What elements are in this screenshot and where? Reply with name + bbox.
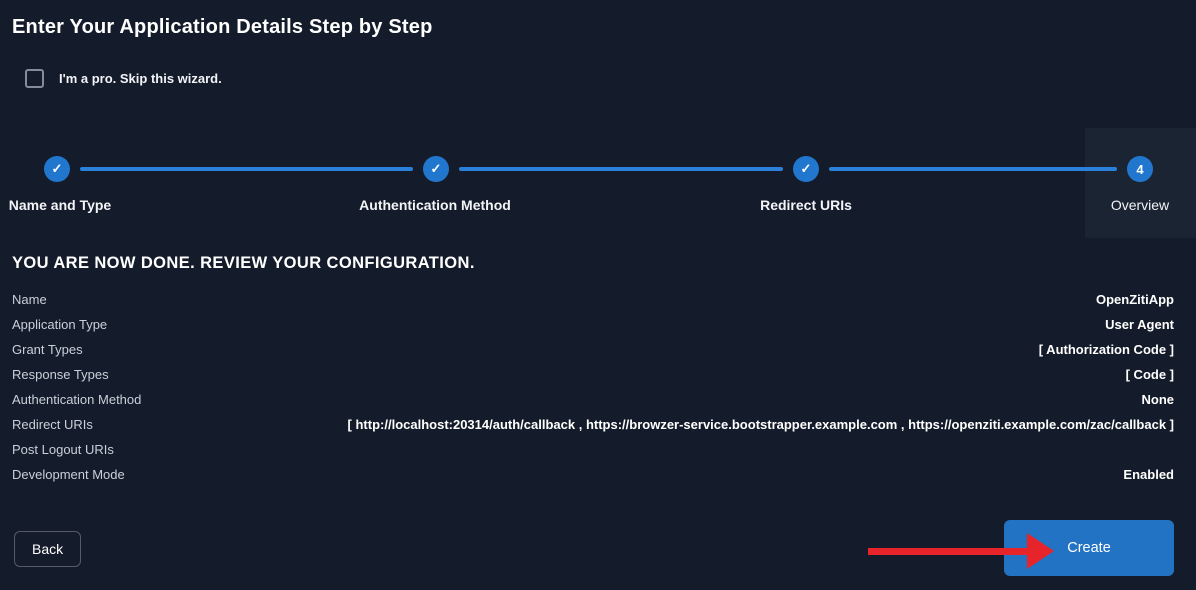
step-number: 4	[1136, 161, 1144, 177]
review-row-response-types: Response Types [ Code ]	[12, 362, 1174, 387]
row-label: Response Types	[12, 367, 109, 382]
step-connector-line	[80, 167, 413, 171]
review-row-name: Name OpenZitiApp	[12, 287, 1174, 312]
step-3-circle[interactable]: ✓	[793, 156, 819, 182]
row-value: [ http://localhost:20314/auth/callback ,…	[347, 417, 1174, 432]
step-label-overview: Overview	[1110, 197, 1170, 213]
page-title: Enter Your Application Details Step by S…	[12, 16, 433, 38]
step-2-circle[interactable]: ✓	[423, 156, 449, 182]
row-value: [ Authorization Code ]	[1038, 342, 1174, 357]
row-value: OpenZitiApp	[1096, 292, 1174, 307]
row-value: User Agent	[1105, 317, 1174, 332]
create-button[interactable]: Create	[1004, 520, 1174, 576]
check-icon: ✓	[430, 161, 442, 176]
skip-wizard-label[interactable]: I'm a pro. Skip this wizard.	[59, 71, 222, 86]
review-row-development-mode: Development Mode Enabled	[12, 462, 1174, 487]
row-label: Grant Types	[12, 342, 83, 357]
review-row-application-type: Application Type User Agent	[12, 312, 1174, 337]
step-1-circle[interactable]: ✓	[44, 156, 70, 182]
step-4-circle[interactable]: 4	[1127, 156, 1153, 182]
row-label: Redirect URIs	[12, 417, 93, 432]
review-row-grant-types: Grant Types [ Authorization Code ]	[12, 337, 1174, 362]
row-label: Post Logout URIs	[12, 442, 114, 457]
step-connector-line	[459, 167, 783, 171]
review-row-authentication-method: Authentication Method None	[12, 387, 1174, 412]
review-config-list: Name OpenZitiApp Application Type User A…	[12, 287, 1174, 487]
review-heading: YOU ARE NOW DONE. REVIEW YOUR CONFIGURAT…	[12, 254, 475, 272]
step-label-redirect-uris: Redirect URIs	[760, 197, 852, 213]
row-label: Application Type	[12, 317, 108, 332]
review-row-redirect-uris: Redirect URIs [ http://localhost:20314/a…	[12, 412, 1174, 437]
step-label-name-and-type: Name and Type	[8, 197, 112, 213]
review-row-post-logout-uris: Post Logout URIs	[12, 437, 1174, 462]
skip-wizard-checkbox[interactable]	[25, 69, 44, 88]
row-value: Enabled	[1123, 467, 1174, 482]
skip-wizard-row: I'm a pro. Skip this wizard.	[25, 69, 222, 88]
row-value: None	[1141, 392, 1175, 407]
step-label-authentication-method: Authentication Method	[359, 197, 511, 213]
back-button[interactable]: Back	[14, 531, 82, 567]
active-step-highlight	[1085, 128, 1196, 238]
check-icon: ✓	[800, 161, 812, 176]
wizard-stepper: ✓ ✓ ✓ 4 Name and Type Authentication Met…	[0, 128, 1196, 238]
check-icon: ✓	[51, 161, 63, 176]
row-value: [ Code ]	[1125, 367, 1174, 382]
row-label: Authentication Method	[12, 392, 142, 407]
step-connector-line	[829, 167, 1117, 171]
row-label: Name	[12, 292, 47, 307]
row-label: Development Mode	[12, 467, 125, 482]
